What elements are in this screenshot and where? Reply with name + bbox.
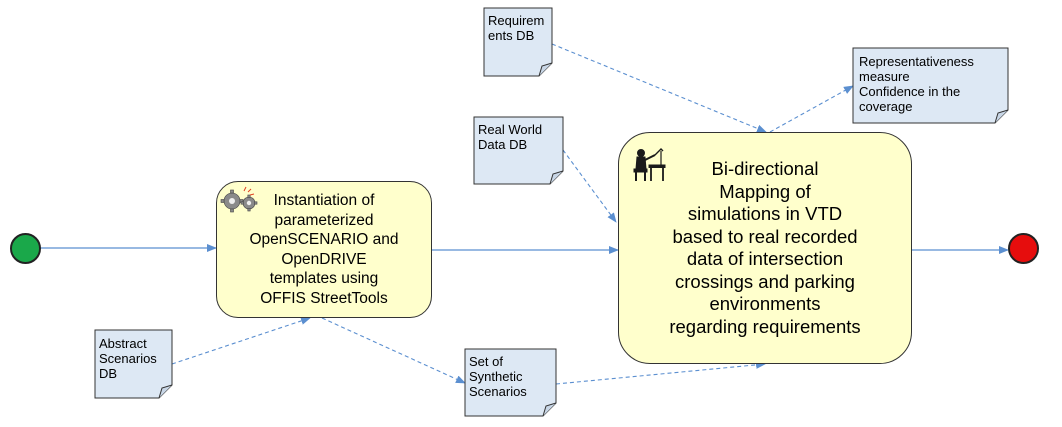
assoc-requirements-to-mapping (551, 43, 767, 133)
data-object-real-world-db-shape (473, 116, 564, 185)
activity-instantiation-label: Instantiation of parameterized OpenSCENA… (249, 192, 399, 307)
assoc-synthetic-to-mapping (555, 360, 766, 385)
assoc-realworld-to-mapping (562, 149, 617, 223)
data-object-representativeness[interactable]: Representativeness measure Confidence in… (859, 54, 974, 114)
end-event[interactable] (1008, 233, 1039, 264)
gears-icon (220, 185, 262, 213)
assoc-instantiation-to-synthetic (321, 317, 466, 384)
data-object-synthetic-scenarios-shape (464, 348, 557, 417)
assoc-mapping-to-representativeness (769, 85, 854, 133)
data-object-abstract-scenarios-db-shape (94, 329, 173, 399)
data-object-abstract-scenarios-db[interactable]: Abstract Scenarios DB (99, 336, 157, 381)
data-object-real-world-db[interactable]: Real World Data DB (478, 122, 543, 152)
activity-instantiation[interactable]: Instantiation of parameterized OpenSCENA… (216, 181, 432, 318)
engineer-at-desk-icon (631, 143, 667, 183)
data-object-representativeness-shape (852, 47, 1009, 124)
start-event[interactable] (10, 233, 41, 264)
assoc-abstract-to-instantiation (171, 317, 311, 365)
data-object-requirements-db[interactable]: Requirem ents DB (488, 13, 545, 43)
activity-mapping[interactable]: Bi-directional Mapping of simulations in… (618, 132, 912, 364)
activity-mapping-label: Bi-directional Mapping of simulations in… (669, 158, 861, 337)
data-object-synthetic-scenarios[interactable]: Set of Synthetic Scenarios (469, 354, 527, 399)
data-object-requirements-db-shape (483, 7, 553, 77)
